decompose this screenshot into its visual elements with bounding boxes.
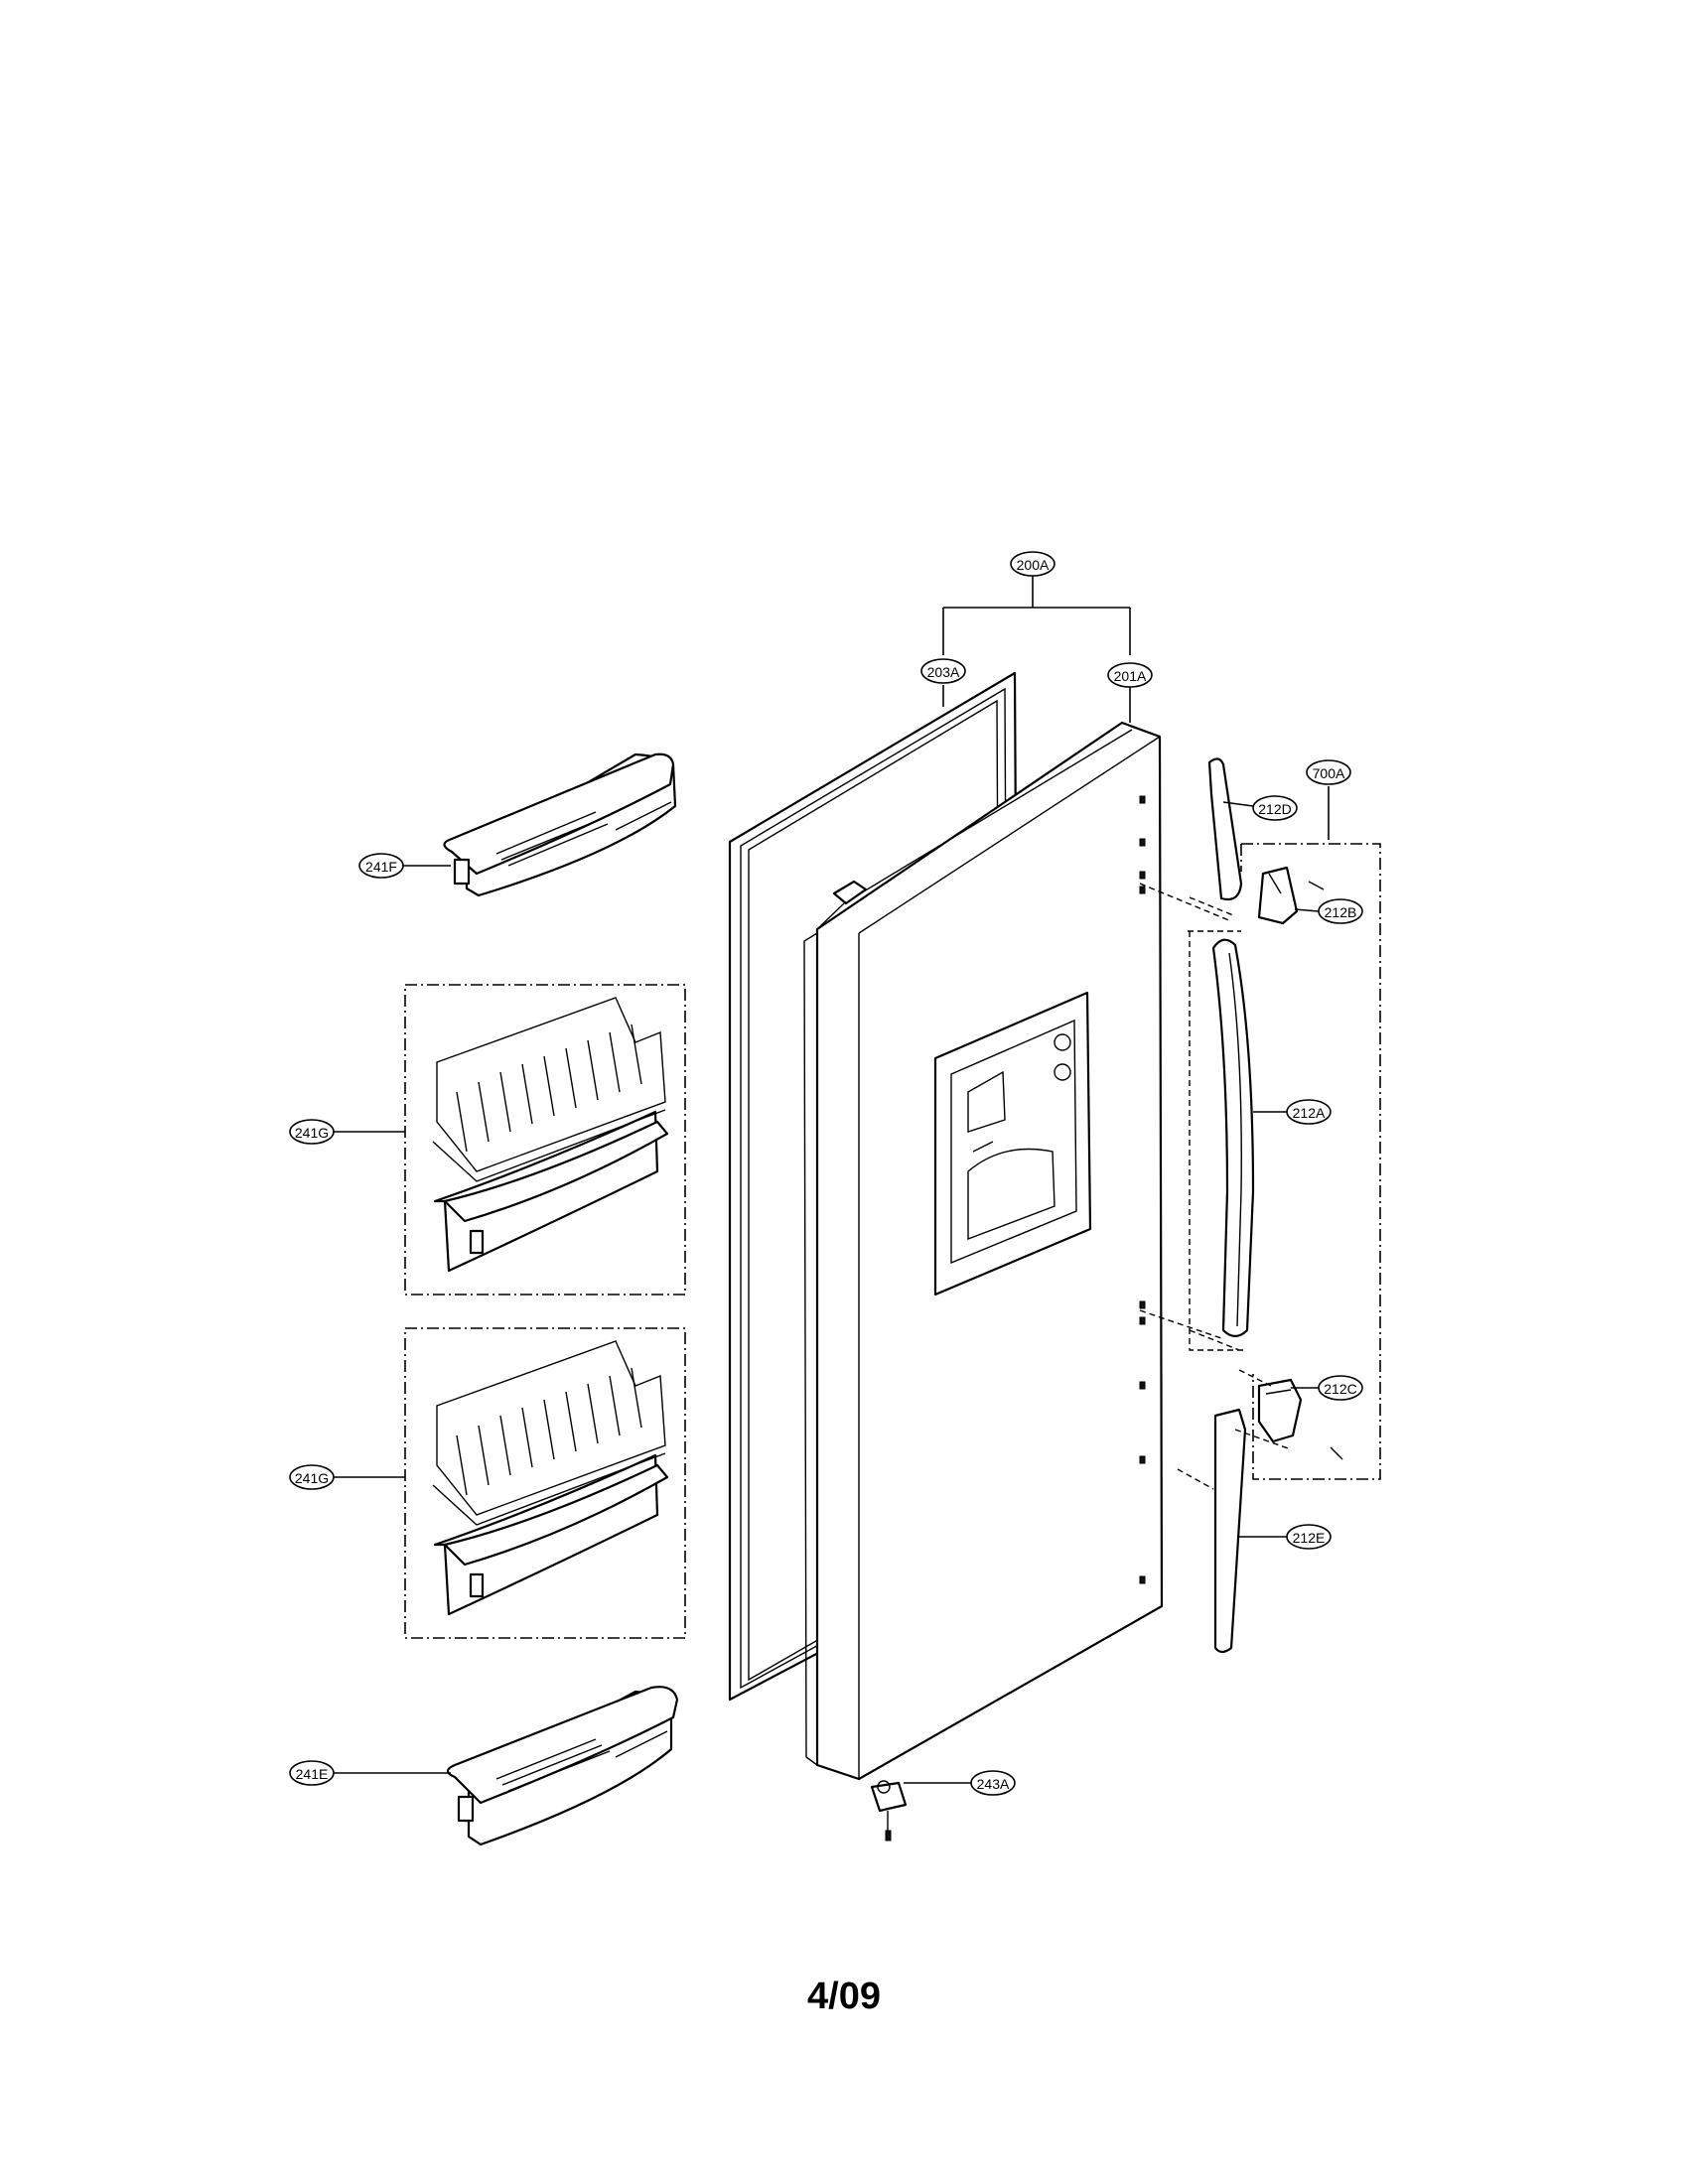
dispenser-recess [933,991,1092,1297]
door-bin-top [443,752,677,897]
handle-bottom-cap [1213,1408,1247,1654]
callout-label: 700A [1313,765,1345,781]
door-hinge-holes [1139,795,1146,1584]
callout-label: 241F [365,859,397,875]
callout-241G-upper: 241G [289,1119,335,1145]
callout-241E: 241E [289,1760,335,1786]
callout-label: 241G [295,1125,329,1141]
callout-201A: 201A [1107,662,1153,688]
main-handle [1211,938,1255,1338]
callout-200A: 200A [1010,551,1055,577]
callout-label: 200A [1017,557,1050,573]
callout-212A: 212A [1286,1099,1332,1125]
assembly-guide-lines [1139,883,1292,1490]
callout-241F: 241F [358,853,404,879]
callout-label: 243A [977,1776,1010,1792]
page-number: 4/09 [807,1976,881,2017]
door-bin-bottom [446,1686,679,1846]
callout-label: 212A [1293,1105,1326,1121]
basket-bin-lower [404,1327,686,1639]
callout-700A: 700A [1306,759,1351,785]
leader-lines [334,576,1330,1784]
handle-top-cap [1207,757,1243,901]
upper-handle-bracket [1257,866,1325,925]
basket-bin-upper [404,984,686,1296]
callout-212B: 212B [1318,898,1363,924]
callout-212D: 212D [1252,795,1298,821]
callout-243A: 243A [970,1770,1016,1796]
callout-label: 201A [1114,668,1147,684]
callout-label: 212E [1293,1530,1326,1546]
lower-handle-bracket [1257,1378,1343,1460]
callout-212C: 212C [1318,1375,1363,1401]
callout-label: 212B [1325,904,1357,920]
callout-label: 241G [295,1470,329,1486]
callout-label: 203A [927,664,960,680]
callout-241G-lower: 241G [289,1464,335,1490]
callout-label: 212D [1258,801,1291,817]
handle-kit-box [1240,843,1381,1480]
callout-label: 241E [296,1766,329,1782]
callout-label: 212C [1324,1381,1356,1397]
bottom-hinge [870,1780,908,1842]
callout-203A: 203A [920,658,966,684]
callout-212E: 212E [1286,1524,1332,1550]
